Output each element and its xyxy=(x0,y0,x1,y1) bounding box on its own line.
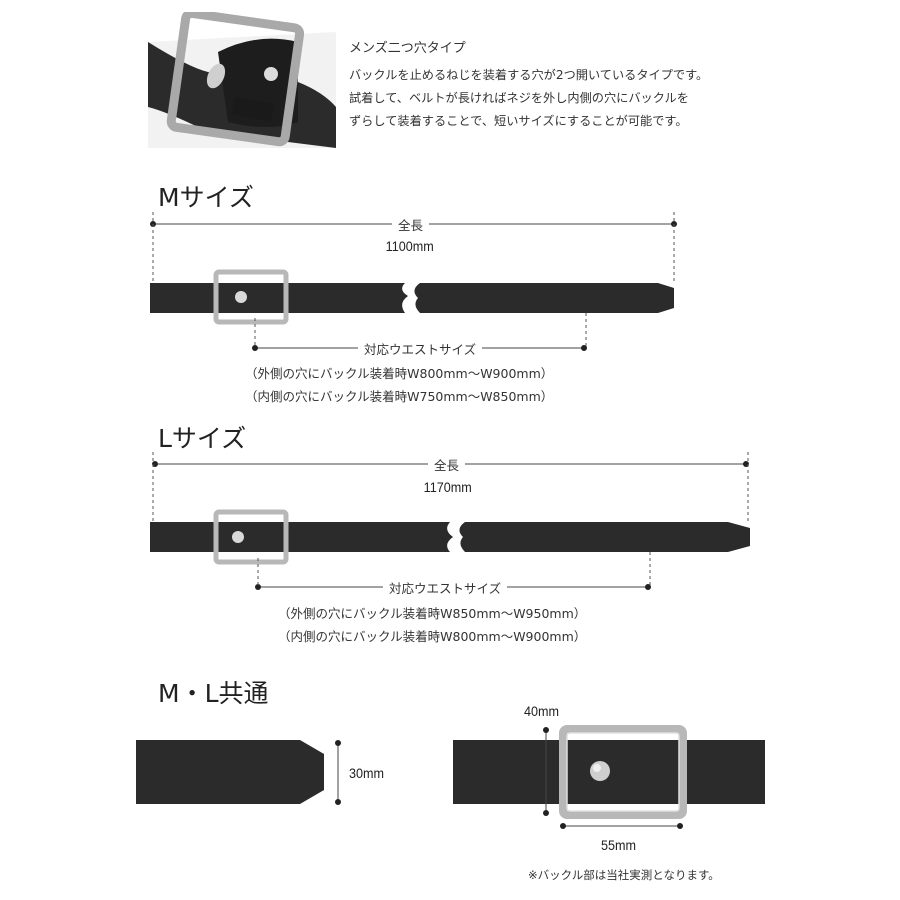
intro-title: メンズ二つ穴タイプ xyxy=(349,41,466,56)
m-size-title: Mサイズ xyxy=(158,183,254,212)
common-title: M・L共通 xyxy=(158,679,269,708)
m-waist-inner-note: （内側の穴にバックル装着時W750mm～W850mm） xyxy=(245,389,554,404)
intro-line-2: 試着して、ベルトが長ければネジを外し内側の穴にバックルを xyxy=(349,91,689,105)
l-total-length-label: 全長 xyxy=(428,455,466,474)
buckle-drawing xyxy=(453,725,765,829)
intro-line-3: ずらして装着することで、短いサイズにすることが可能です。 xyxy=(349,114,688,128)
l-waist-outer-note: （外側の穴にバックル装着時W850mm～W950mm） xyxy=(278,606,587,621)
m-total-length-value: 1100mm xyxy=(385,238,434,254)
l-waist-inner-note: （内側の穴にバックル装着時W800mm～W900mm） xyxy=(278,629,587,644)
m-waist-outer-note: （外側の穴にバックル装着時W800mm～W900mm） xyxy=(245,366,554,381)
m-belt xyxy=(150,269,674,325)
buckle-width-value: 55mm xyxy=(600,837,636,853)
belt-width-value: 30mm xyxy=(348,765,384,781)
l-waist-size-label: 対応ウエストサイズ xyxy=(383,578,508,597)
intro-line-1: バックルを止めるねじを装着する穴が2つ開いているタイプです。 xyxy=(349,68,709,82)
belt-buckle-closeup-image xyxy=(148,12,336,148)
belt-tip-drawing xyxy=(136,740,341,805)
l-belt xyxy=(150,509,750,565)
m-total-length-label: 全長 xyxy=(392,215,430,234)
m-waist-size-label: 対応ウエストサイズ xyxy=(358,339,483,358)
intro-description: バックルを止めるねじを装着する穴が2つ開いているタイプです。 試着して、ベルトが… xyxy=(349,64,708,133)
product-photo xyxy=(148,12,336,148)
buckle-height-value: 40mm xyxy=(523,703,559,719)
l-size-title: Lサイズ xyxy=(158,424,247,453)
footnote: ※バックル部は当社実測となります。 xyxy=(528,868,720,882)
l-total-length-value: 1170mm xyxy=(423,479,472,495)
